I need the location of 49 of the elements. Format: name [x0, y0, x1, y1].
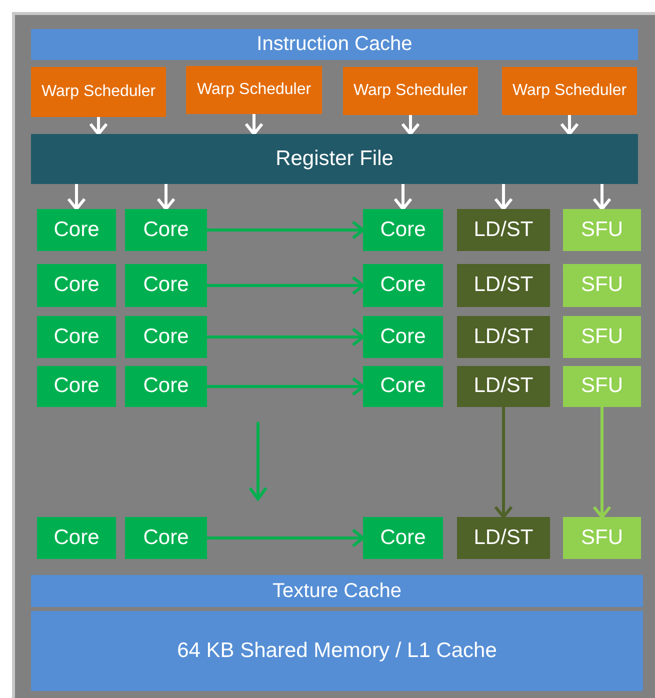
arrow: [494, 407, 513, 518]
special-function-unit-box: SFU: [563, 209, 641, 251]
special-function-unit-box: SFU: [563, 264, 641, 307]
scheduler-box: Warp Scheduler: [343, 67, 478, 115]
special-function-unit-box: SFU: [563, 366, 641, 407]
arrow: [401, 115, 420, 136]
arrow: [560, 115, 579, 136]
scheduler-box: Warp Scheduler: [502, 67, 637, 115]
arrow: [592, 407, 612, 518]
core-box: Core: [37, 209, 116, 251]
core-box: Core: [363, 517, 443, 559]
load-store-unit-box: LD/ST: [457, 209, 550, 251]
arrow: [156, 184, 176, 210]
load-store-unit-box: LD/ST: [457, 366, 550, 407]
arrow: [394, 184, 412, 210]
core-box: Core: [363, 264, 443, 307]
arrow: [207, 276, 364, 295]
scheduler-box: Warp Scheduler: [31, 67, 166, 117]
arrow: [494, 184, 513, 210]
core-box: Core: [37, 366, 116, 407]
arrow: [207, 377, 364, 396]
core-box: Core: [37, 264, 116, 307]
core-box: Core: [125, 264, 207, 307]
arrow: [89, 117, 108, 136]
core-box: Core: [363, 209, 443, 251]
core-box: Core: [37, 316, 116, 358]
load-store-unit-box: LD/ST: [457, 264, 550, 307]
load-store-unit-box: LD/ST: [457, 316, 550, 358]
core-box: Core: [125, 316, 207, 358]
special-function-unit-box: SFU: [563, 517, 641, 559]
memory-block: 64 KB Shared Memory / L1 Cache: [31, 611, 643, 691]
core-box: Core: [125, 517, 207, 559]
scheduler-box: Warp Scheduler: [186, 66, 322, 114]
arrow: [244, 114, 264, 136]
core-box: Core: [363, 316, 443, 358]
arrow: [207, 528, 364, 548]
arrow: [207, 328, 364, 346]
special-function-unit-box: SFU: [563, 316, 641, 358]
core-box: Core: [125, 209, 207, 251]
arrow: [67, 184, 86, 210]
arrow: [592, 184, 612, 210]
cache-bar: Instruction Cache: [31, 29, 638, 60]
core-box: Core: [125, 366, 207, 407]
arrow: [207, 220, 364, 240]
load-store-unit-box: LD/ST: [457, 517, 550, 559]
register-file-bar: Register File: [31, 134, 638, 184]
cache-bar: Texture Cache: [31, 575, 643, 607]
core-box: Core: [37, 517, 116, 559]
core-box: Core: [363, 366, 443, 407]
